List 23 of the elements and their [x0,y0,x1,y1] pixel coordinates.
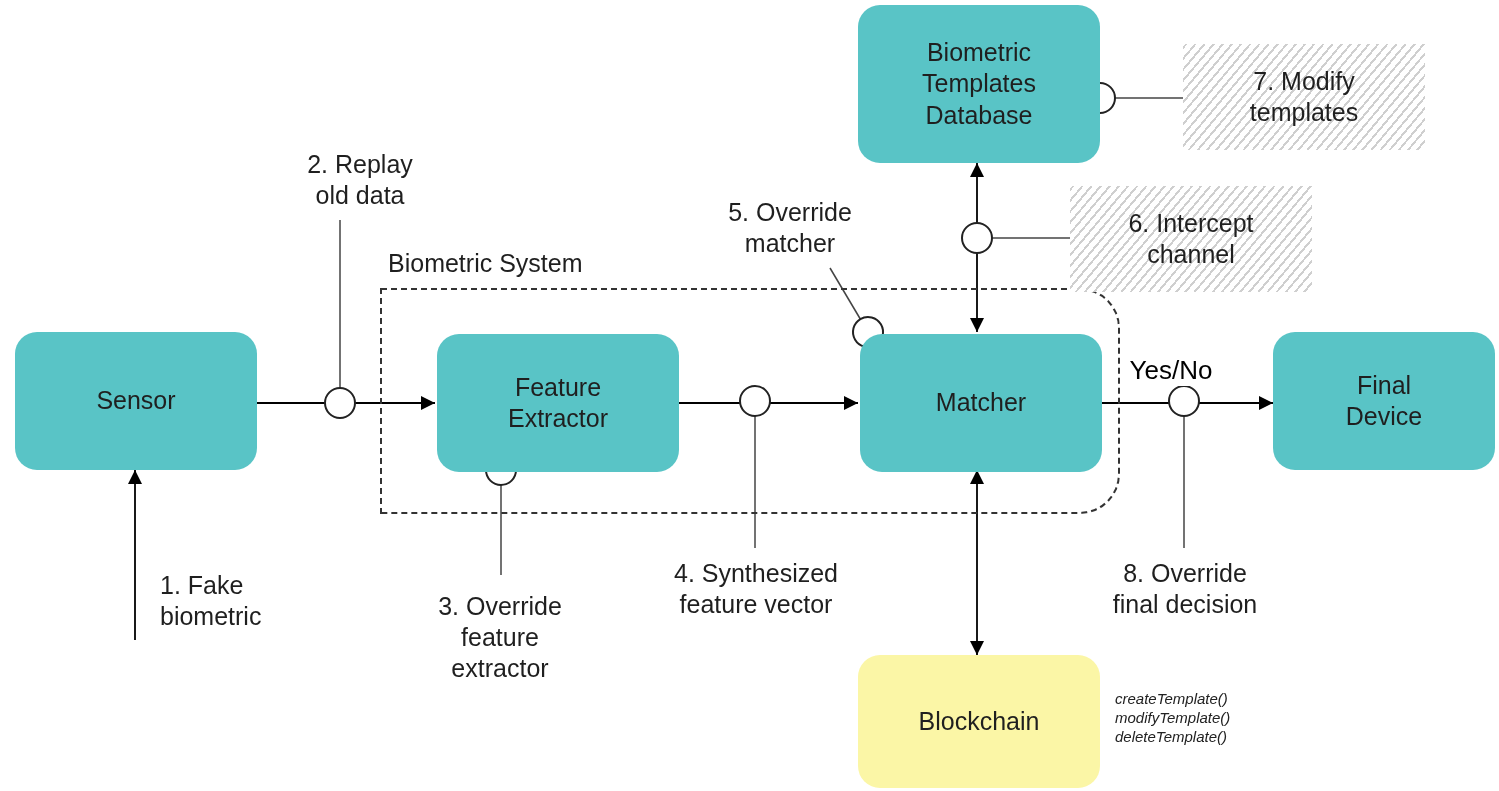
leader-line [1168,385,1200,549]
arrow [970,469,984,656]
attack-note: 6. Intercept channel [1070,186,1312,292]
leader-line [829,267,884,348]
leader-line [739,385,771,549]
process-box: Feature Extractor [437,334,679,472]
process-box: Sensor [15,332,257,470]
attack-label: 2. Replay old data [262,140,458,220]
database-box: Biometric Templates Database [858,5,1100,163]
attack-label: 3. Override feature extractor [385,575,615,700]
leader-line [961,222,1071,254]
method-list: createTemplate() modifyTemplate() deleteTemplate() [1115,690,1231,747]
ledger-box: Blockchain [858,655,1100,788]
attack-label: 8. Override final decision [1080,548,1290,630]
attack-label: 5. Override matcher [688,188,892,268]
arrow [128,469,142,641]
group-title: Biometric System [388,248,583,279]
attack-note: 7. Modify templates [1183,44,1425,150]
process-box: Matcher [860,334,1102,472]
leader-line [324,219,356,419]
process-box: Final Device [1273,332,1495,470]
attack-label: 1. Fake biometric [120,562,310,640]
attack-label: 4. Synthesized feature vector [625,548,887,630]
